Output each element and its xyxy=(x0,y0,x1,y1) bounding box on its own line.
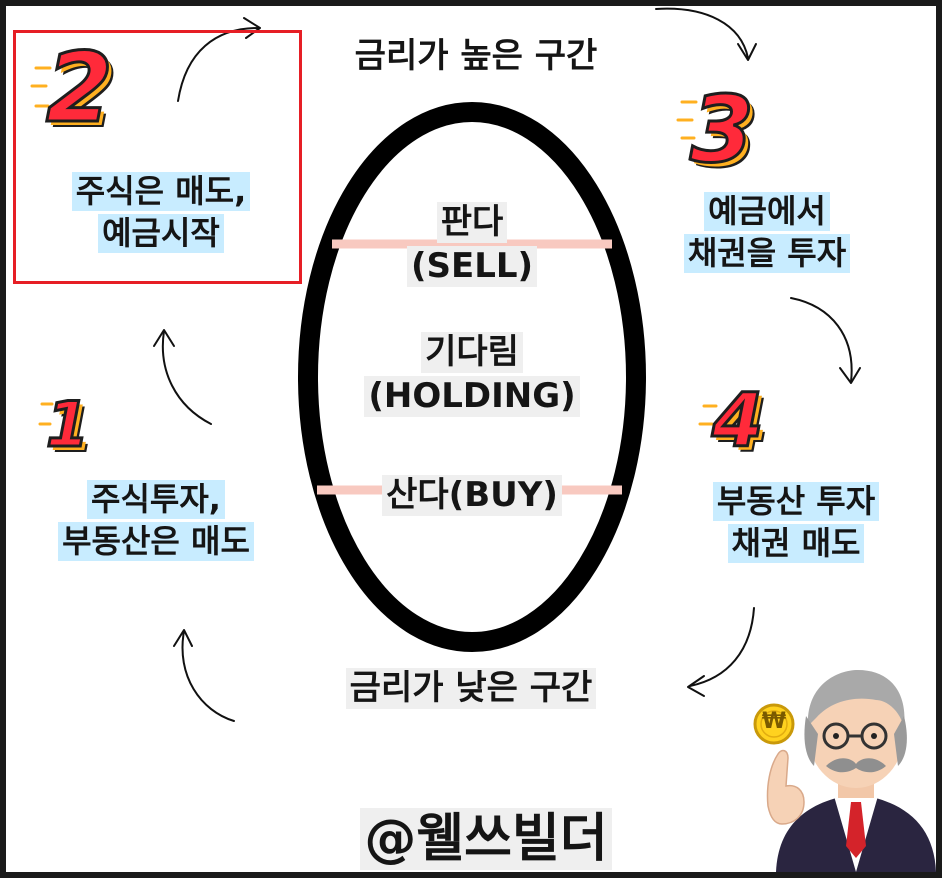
coin-symbol: ₩ xyxy=(761,709,787,734)
step-2-line1: 주식은 매도, xyxy=(71,172,251,212)
buy-phase-line1: 산다(BUY) xyxy=(382,475,562,516)
step-1-badge: 1 xyxy=(44,387,90,463)
hold-phase-line1: 기다림 xyxy=(421,332,523,373)
diagram-canvas: ₩ 금리가 높은 구간 금리가 낮은 구간 판다 (SELL) 기다림 (HOL… xyxy=(6,6,936,872)
diagram-graphics xyxy=(30,7,936,872)
top-label-text: 금리가 높은 구간 xyxy=(354,36,598,76)
won-coin-icon xyxy=(753,703,795,745)
watermark-text: @웰쓰빌더 xyxy=(360,808,612,871)
curved-arrow-icon xyxy=(177,17,261,102)
curved-arrow-icon xyxy=(173,629,235,722)
step-2-line2: 예금시작 xyxy=(98,214,224,254)
step-3-label: 예금에서 채권을 투자 xyxy=(642,192,892,274)
old-man-illustration xyxy=(766,670,936,872)
curved-arrow-icon xyxy=(790,297,861,384)
step-2-highlight-frame xyxy=(13,30,302,284)
step-4-label: 부동산 투자 채권 매도 xyxy=(676,482,916,564)
step-3-line2: 채권을 투자 xyxy=(683,234,851,274)
step-1-label: 주식투자, 부동산은 매도 xyxy=(16,480,296,562)
curved-arrow-icon xyxy=(687,607,755,697)
step-2-badge: 2 xyxy=(45,31,115,146)
step-2-label: 주식은 매도, 예금시작 xyxy=(26,172,296,254)
curved-arrow-icon xyxy=(655,7,757,61)
watermark: @웰쓰빌더 xyxy=(336,808,636,871)
step-3-line1: 예금에서 xyxy=(704,192,830,232)
bottom-label-text: 금리가 낮은 구간 xyxy=(345,668,597,709)
step-4-line2: 채권 매도 xyxy=(727,524,865,564)
cycle-ellipse xyxy=(298,102,646,652)
bottom-label: 금리가 낮은 구간 xyxy=(316,668,626,709)
sell-phase-line2: (SELL) xyxy=(406,245,538,287)
step-1-line1: 주식투자, xyxy=(87,480,225,520)
sell-phase-label: 판다 (SELL) xyxy=(372,202,572,287)
buy-phase-label: 산다(BUY) xyxy=(342,475,602,516)
step-3-badge: 3 xyxy=(688,75,755,185)
hold-phase-label: 기다림 (HOLDING) xyxy=(322,332,622,417)
step-4-line1: 부동산 투자 xyxy=(712,482,880,522)
curved-arrow-icon xyxy=(153,329,212,425)
step-4-badge: 4 xyxy=(711,377,765,466)
hold-phase-line2: (HOLDING) xyxy=(364,375,580,417)
sell-phase-line1: 판다 xyxy=(436,202,508,243)
step-1-line2: 부동산은 매도 xyxy=(58,522,254,562)
top-label: 금리가 높은 구간 xyxy=(326,28,626,77)
